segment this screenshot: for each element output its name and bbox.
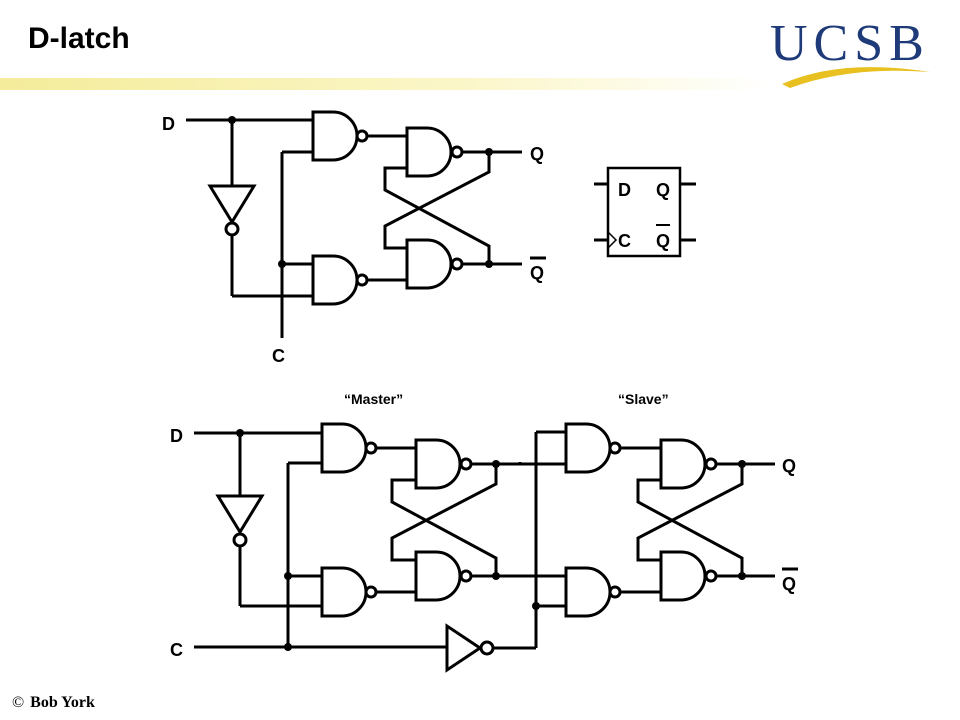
- symbol-c-label: C: [618, 231, 631, 251]
- latch-nand-gate: [405, 126, 453, 178]
- latch-q-label: Q: [530, 144, 544, 164]
- slave-label: “Slave”: [618, 391, 669, 407]
- ff-c-label: C: [170, 640, 183, 660]
- latch-c-label: C: [272, 346, 285, 366]
- symbol-q-label: Q: [656, 180, 670, 200]
- ff-nand-gate: [659, 550, 707, 602]
- ff-qbar-label: Q: [782, 574, 796, 594]
- title-underline-bar: [0, 78, 770, 90]
- ff-nand-gate: [564, 422, 612, 474]
- symbol-d-label: D: [618, 180, 631, 200]
- ff-nand-gate: [659, 438, 707, 490]
- latch-nand-gate: [311, 254, 359, 306]
- ff-nand-gate: [320, 422, 368, 474]
- d-latch-symbol: D Q C Q: [594, 166, 696, 258]
- latch-symbol-box: [606, 166, 682, 258]
- master-label: “Master”: [344, 391, 403, 407]
- d-latch-circuit: D Q Q C: [162, 110, 546, 366]
- latch-nand-gate: [405, 238, 453, 290]
- footer-author: Bob York: [30, 694, 95, 711]
- ff-nand-gate: [564, 566, 612, 618]
- latch-nand-gate: [311, 110, 359, 162]
- ucsb-logo: UCSB: [770, 15, 930, 72]
- latch-inverter: [207, 184, 257, 225]
- ff-nand-gate: [414, 438, 462, 490]
- ff-clock-inverter: [445, 623, 483, 673]
- symbol-qbar-label: Q: [656, 231, 670, 251]
- ff-nand-gate: [320, 566, 368, 618]
- copyright-symbol: ©: [12, 694, 25, 711]
- ff-d-label: D: [170, 426, 183, 446]
- ff-nand-gate: [414, 550, 462, 602]
- ff-q-label: Q: [782, 456, 796, 476]
- logo-swoosh: [782, 67, 930, 88]
- master-slave-flipflop: “Master” “Slave” D C Q Q: [170, 391, 798, 673]
- latch-qbar-label: Q: [530, 263, 544, 283]
- slide-title: D-latch: [28, 22, 130, 55]
- latch-d-label: D: [162, 114, 175, 134]
- footer-credit: © Bob York: [12, 694, 95, 712]
- ff-input-inverter: [215, 494, 265, 535]
